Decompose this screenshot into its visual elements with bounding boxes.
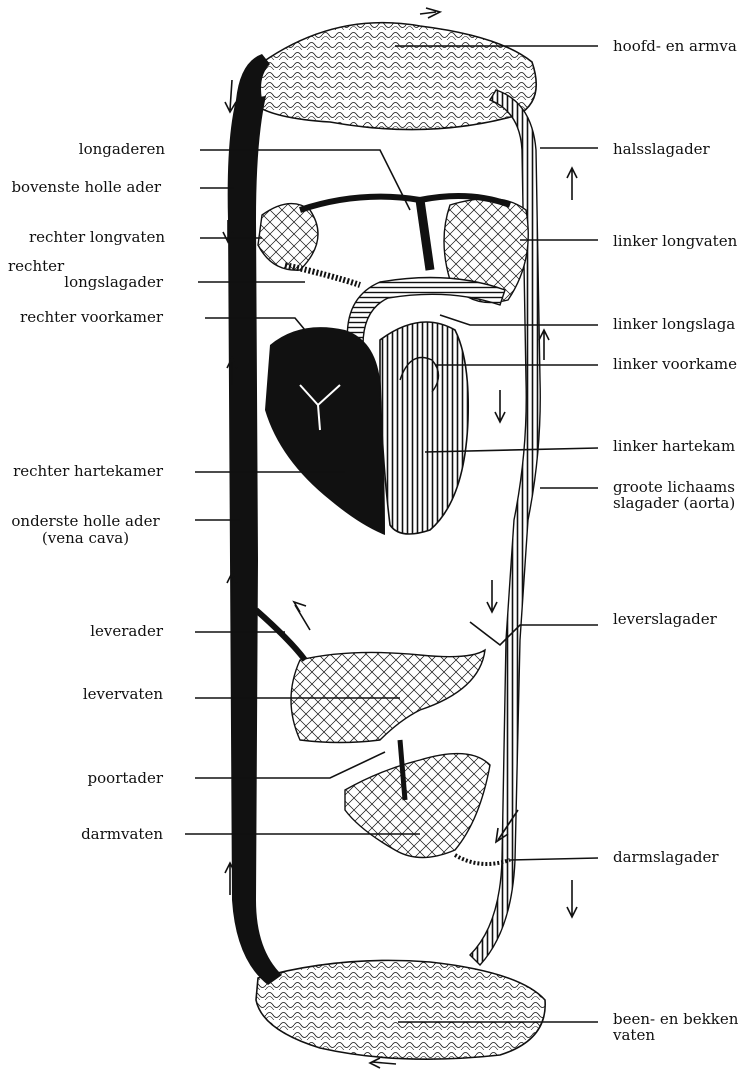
label-rechter-hartekamer: rechter hartekamer xyxy=(13,463,163,480)
liver-capillaries xyxy=(256,610,485,743)
label-darmvaten: darmvaten xyxy=(81,826,163,843)
label-linker-hartekamer: linker hartekam xyxy=(613,438,735,455)
label-hoofd-en-armvaten: hoofd- en armva xyxy=(613,38,737,55)
label-longaderen: longaderen xyxy=(79,141,165,158)
label-rechter-voorkamer: rechter voorkamer xyxy=(20,309,163,326)
label-linker-longslagader: linker longslaga xyxy=(613,316,735,333)
label-levervaten: levervaten xyxy=(83,686,163,703)
label-been-en-bekkenvaten: been- en bekken vaten xyxy=(613,1011,738,1043)
label-halsslagader: halsslagader xyxy=(613,141,710,158)
label-aorta: groote lichaams slagader (aorta) xyxy=(613,479,735,511)
leader-darmslagader xyxy=(510,858,598,860)
label-rechter-longvaten: rechter longvaten xyxy=(29,229,165,246)
label-leverader: leverader xyxy=(90,623,163,640)
label-poortader: poortader xyxy=(88,770,163,787)
label-darmslagader: darmslagader xyxy=(613,849,719,866)
leader-leverslagader xyxy=(470,622,598,645)
leader-poortader xyxy=(195,752,385,778)
label-linker-voorkamer: linker voorkame xyxy=(613,356,737,373)
head-arm-capillaries xyxy=(250,8,536,130)
label-rechter-longslagader: rechter longslagader xyxy=(8,258,163,290)
label-leverslagader: leverslagader xyxy=(613,611,717,628)
heart xyxy=(265,322,468,535)
leader-lines-right xyxy=(395,46,598,1022)
label-bovenste-holle-ader: bovenste holle ader xyxy=(11,179,161,196)
label-linker-longvaten: linker longvaten xyxy=(613,233,737,250)
leader-linker-longslagader xyxy=(440,315,598,325)
label-onderste-holle-ader: onderste holle ader (vena cava) xyxy=(8,513,163,547)
leg-pelvis-capillaries xyxy=(256,960,545,1068)
